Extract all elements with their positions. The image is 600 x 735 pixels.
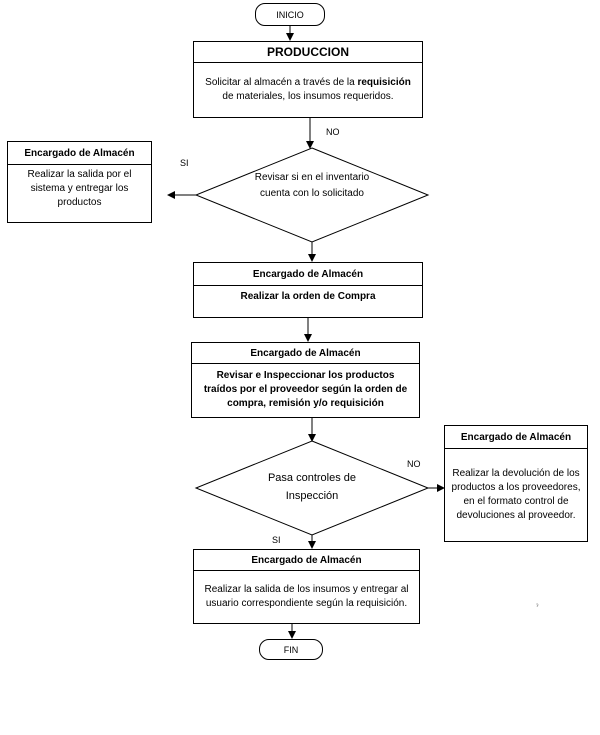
inspeccion-box: Encargado de Almacén Revisar e Inspeccio… [191, 342, 420, 418]
stray-mark: ˀ [536, 604, 539, 611]
start-label: INICIO [276, 9, 304, 20]
label-no-1: NO [326, 127, 340, 137]
devolucion-body: Realizar la devolución de los productos … [451, 467, 581, 521]
orden-compra-body: Realizar la orden de Compra [240, 291, 376, 302]
orden-compra-header: Encargado de Almacén [194, 263, 422, 286]
decision-inventario-text: Revisar si en el inventario cuenta con l… [254, 172, 370, 199]
label-si-1: SI [180, 158, 189, 168]
start-terminal: INICIO [255, 3, 325, 26]
entrega-box: Encargado de Almacén Realizar la salida … [193, 549, 420, 624]
devolucion-header: Encargado de Almacén [445, 426, 587, 449]
almacen-salida-body: Realizar la salida por el sistema y entr… [27, 169, 132, 208]
orden-compra-box: Encargado de Almacén Realizar la orden d… [193, 262, 423, 318]
inspeccion-header: Encargado de Almacén [192, 343, 419, 364]
entrega-body: Realizar la salida de los insumos y entr… [204, 583, 409, 609]
inspeccion-body: Revisar e Inspeccionar los productos tra… [203, 370, 408, 409]
decision-controles-text: Pasa controles de Inspección [267, 472, 357, 502]
end-terminal: FIN [259, 639, 323, 660]
label-si-2: SI [272, 535, 281, 545]
entrega-header: Encargado de Almacén [194, 550, 419, 571]
produccion-header: PRODUCCION [194, 42, 422, 63]
produccion-body: Solicitar al almacén a través de la requ… [205, 76, 411, 102]
end-label: FIN [283, 644, 299, 655]
almacen-salida-header: Encargado de Almacén [8, 142, 151, 165]
almacen-salida-box: Encargado de Almacén Realizar la salida … [7, 141, 152, 223]
label-no-2: NO [407, 459, 421, 469]
devolucion-box: Encargado de Almacén Realizar la devoluc… [444, 425, 588, 542]
produccion-box: PRODUCCION Solicitar al almacén a través… [193, 41, 423, 118]
